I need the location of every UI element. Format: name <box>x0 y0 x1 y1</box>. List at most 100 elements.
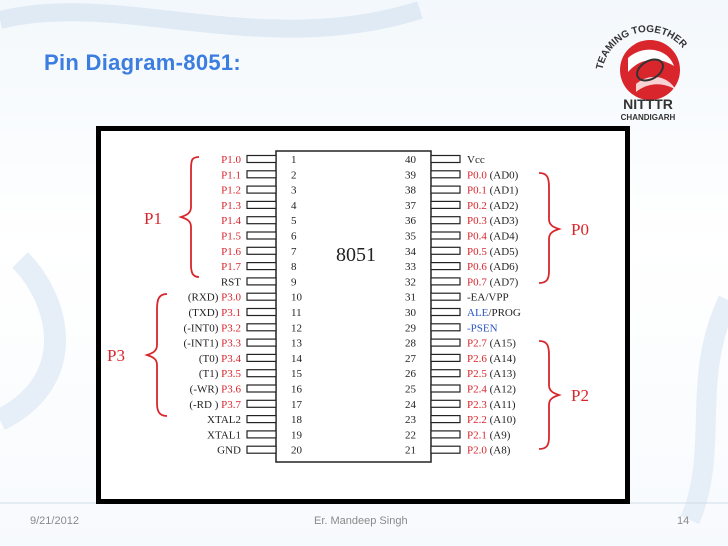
pin-stub <box>430 154 461 164</box>
group-label-p1: P1 <box>144 209 162 228</box>
pin-name: P2.3 <box>467 399 487 411</box>
pin-number: 14 <box>291 353 303 365</box>
pin-name: P3.2 <box>221 322 241 334</box>
pin-stub <box>430 277 461 286</box>
pin-stub <box>430 200 461 210</box>
pin-alt-function: (AD4) <box>487 231 519 243</box>
right-pin-25: 25 P2.4 (A12) <box>405 384 516 396</box>
pin-number: 32 <box>405 276 416 288</box>
pin-number: 29 <box>405 322 417 334</box>
pin-label: (-RD ) P3.7 <box>189 399 241 411</box>
pin-label: P1.2 <box>221 185 241 197</box>
pin-stub <box>430 399 461 408</box>
pin-label: P1.0 <box>221 154 241 166</box>
pin-label: ALE/PROG <box>467 307 521 319</box>
pin-number: 8 <box>291 261 297 273</box>
p3-brace <box>144 293 168 417</box>
pin-alt-function: (A13) <box>487 368 516 380</box>
pin-number: 2 <box>291 169 297 181</box>
group-label-p2: P2 <box>571 386 589 405</box>
pin-name: P2.7 <box>467 338 487 350</box>
pin-name: P0.0 <box>467 169 487 181</box>
pin-number: 40 <box>405 154 417 166</box>
pin-alt-function: (A11) <box>487 399 516 411</box>
left-pin-14: 14(T0) P3.4 <box>199 353 303 365</box>
pin-number: 21 <box>405 445 416 457</box>
pin-label: P1.5 <box>221 231 241 243</box>
pin-number: 25 <box>405 384 417 396</box>
pin-name: ALE <box>467 307 489 319</box>
pin-label: -PSEN <box>467 322 498 334</box>
pin-stub <box>430 216 461 225</box>
pin-name: P0.4 <box>467 231 487 243</box>
pin-diagram: 8051 1P1.02P1.13P1.24P1.35P1.46P1.57P1.6… <box>107 150 589 463</box>
left-pin-11: 11(TXD) P3.1 <box>188 307 301 319</box>
p1-brace <box>178 156 200 278</box>
pin-stub <box>430 338 461 347</box>
pin-number: 16 <box>291 384 303 396</box>
pin-name: P3.7 <box>221 399 241 411</box>
pin-name: P0.1 <box>467 185 487 197</box>
pin-name: P1.3 <box>221 200 241 212</box>
pin-stub <box>430 170 461 179</box>
pin-name: P2.4 <box>467 384 487 396</box>
right-pin-24: 24 P2.3 (A11) <box>405 399 516 411</box>
pin-number: 9 <box>291 276 297 288</box>
pin-number: 33 <box>405 261 417 273</box>
pin-alt-function: (A12) <box>487 384 516 396</box>
pin-stub <box>430 353 461 362</box>
right-pin-30: 30 ALE/PROG <box>405 307 521 319</box>
left-pin-3: 3P1.2 <box>221 185 297 197</box>
pin-number: 24 <box>405 399 417 411</box>
p2-brace <box>538 340 562 450</box>
pin-label: P0.0 (AD0) <box>467 169 519 181</box>
pin-stub <box>246 323 277 332</box>
pin-label: (-WR) P3.6 <box>190 384 242 396</box>
pin-label: P0.2 (AD2) <box>467 200 519 212</box>
pin-alt-function: (AD1) <box>487 185 519 197</box>
pin-number: 30 <box>405 307 417 319</box>
pin-label: P1.3 <box>221 200 241 212</box>
pin-alt-function: (-WR) <box>190 384 221 396</box>
pin-label: P1.4 <box>221 215 241 227</box>
left-pin-12: 12(-INT0) P3.2 <box>184 322 302 334</box>
footer-page-number: 14 <box>677 515 690 527</box>
pin-number: 20 <box>291 445 303 457</box>
pin-label: P2.4 (A12) <box>467 384 516 396</box>
pin-name: P2.2 <box>467 414 487 426</box>
group-label-p3: P3 <box>107 346 125 365</box>
pin-label: (-INT1) P3.3 <box>184 338 242 350</box>
pin-alt-function: (TXD) <box>188 307 221 319</box>
pin-name: P1.7 <box>221 261 241 273</box>
left-pin-8: 8 P1.7 <box>221 261 297 273</box>
pin-name: P1.2 <box>221 185 241 197</box>
pin-label: (-INT0) P3.2 <box>184 322 241 334</box>
pin-number: 7 <box>291 246 297 258</box>
pin-label: P1.1 <box>221 169 241 181</box>
pin-name: P2.0 <box>467 445 487 457</box>
pin-alt-function: (-INT1) <box>184 338 222 350</box>
pin-stub <box>246 384 277 393</box>
pin-alt-function: (T1) <box>199 368 221 380</box>
pin-name: P3.0 <box>221 292 241 304</box>
pin-stub <box>246 445 277 454</box>
left-pin-4: 4P1.3 <box>221 200 297 212</box>
pin-stub <box>246 292 277 301</box>
pin-name: GND <box>217 445 241 457</box>
footer-author: Er. Mandeep Singh <box>314 515 408 527</box>
pin-label: P0.5 (AD5) <box>467 246 519 258</box>
pin-name: P2.1 <box>467 429 487 441</box>
pin-name: P1.6 <box>221 246 241 258</box>
pin-number: 11 <box>291 307 302 319</box>
right-pin-31: 31-EA/VPP <box>405 292 509 304</box>
pin-name: P0.6 <box>467 261 487 273</box>
pin-label: P2.0 (A8) <box>467 445 511 457</box>
pin-label: (RXD) P3.0 <box>188 292 242 304</box>
